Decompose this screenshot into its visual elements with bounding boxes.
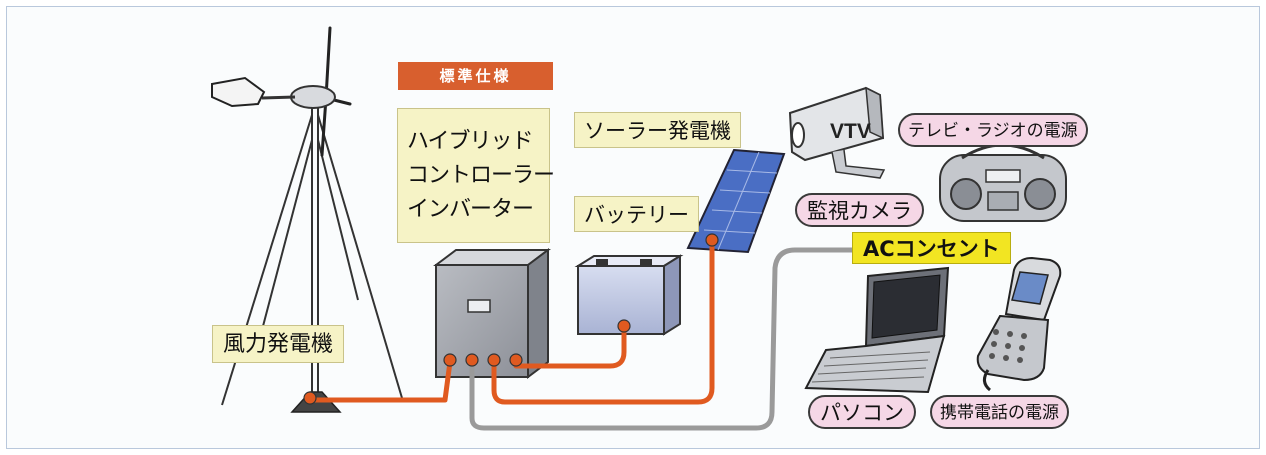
mobile-phone: [976, 256, 1062, 392]
controller-label-line: コントローラー: [407, 163, 555, 188]
ac-outlet-label: ACコンセント: [852, 232, 1011, 264]
cable-wind-controller: [307, 359, 453, 403]
pc-label: パソコン: [808, 395, 916, 429]
cable-solar-controller: [491, 237, 715, 405]
phone-power-label: 携帯電話の電源: [930, 395, 1069, 429]
turbine-tail-vane: [211, 76, 266, 108]
turbine-nacelle: [290, 85, 336, 109]
laptop: [804, 266, 950, 394]
wind-generator-label: 風力発電機: [212, 325, 345, 363]
controller-display: [467, 299, 491, 313]
battery: [574, 254, 684, 336]
phone-cable: [983, 369, 992, 392]
battery-terminal: [596, 259, 608, 265]
solar-panel: [686, 148, 786, 254]
standard-spec-badge: 標準仕様: [398, 62, 553, 90]
battery-label: バッテリー: [574, 196, 699, 232]
solar-generator-label: ソーラー発電機: [574, 112, 741, 148]
controller-label-line: インバーター: [407, 197, 534, 222]
surveillance-camera-label: 監視カメラ: [795, 193, 924, 227]
battery-terminal: [640, 259, 652, 265]
camera-mount: [831, 149, 886, 179]
turbine-tail-boom: [261, 95, 296, 100]
controller-label: ハイブリッド コントローラー インバーター: [397, 108, 555, 243]
controller-label-line: ハイブリッド: [407, 129, 534, 154]
cable-connectors: [303, 233, 719, 405]
tv-radio-power-label: テレビ・ラジオの電源: [898, 113, 1088, 147]
cable-battery-controller: [513, 323, 627, 369]
surveillance-camera: VTV: [788, 86, 886, 179]
cable-ac-outlet: [469, 247, 855, 431]
camera-brand-text: VTV: [830, 120, 871, 143]
radio: [939, 143, 1067, 222]
power-cables: [307, 237, 715, 405]
